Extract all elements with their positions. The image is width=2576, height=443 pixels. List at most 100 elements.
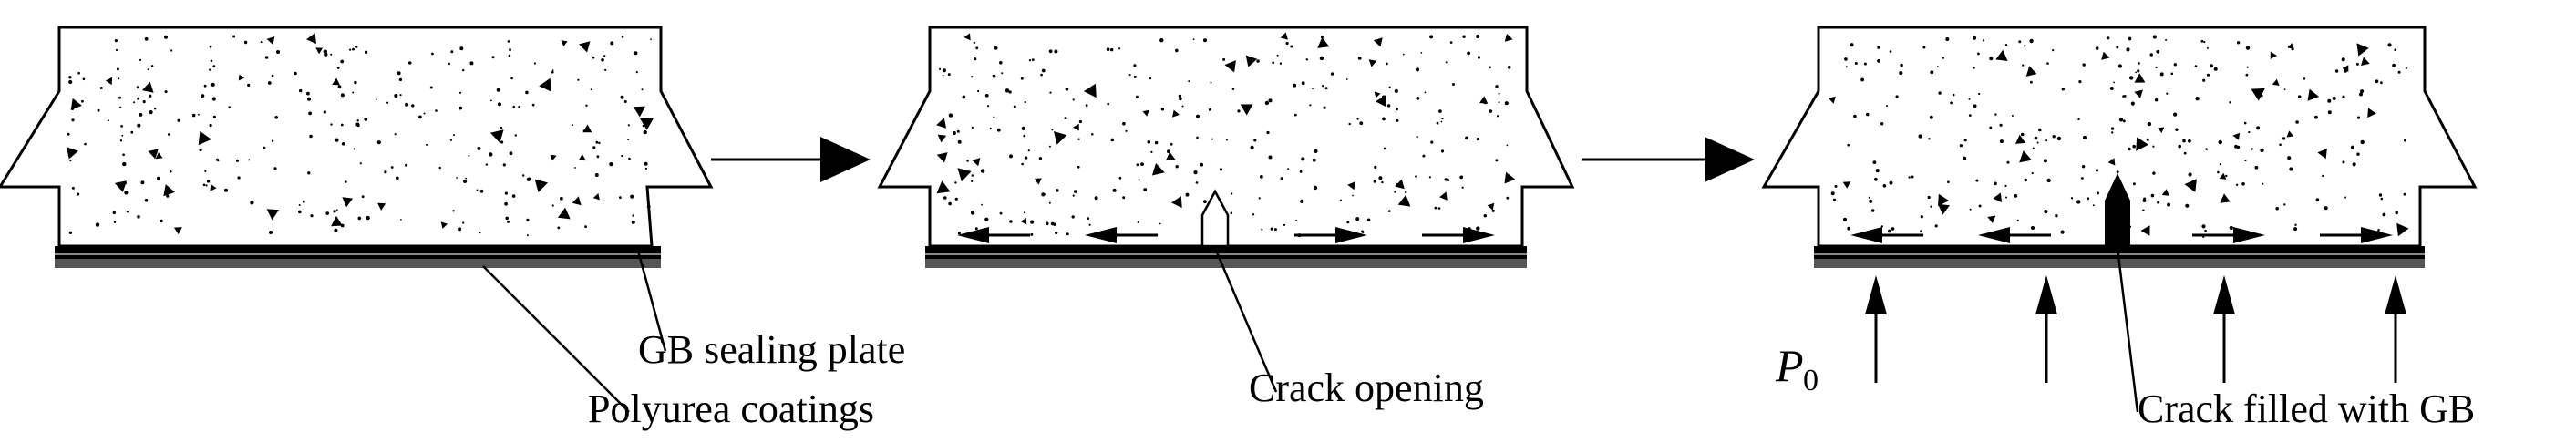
aggregate-dot (334, 228, 338, 232)
aggregate-dot (364, 50, 368, 54)
aggregate-dot (1834, 184, 1838, 188)
aggregate-chip (1280, 32, 1288, 40)
aggregate-dot (507, 40, 510, 43)
aggregate-dot (1253, 139, 1257, 142)
aggregate-chip (2232, 132, 2241, 140)
aggregate-dot (399, 94, 402, 97)
aggregate-dot (199, 148, 202, 152)
aggregate-dot (533, 62, 537, 65)
gb-sealing-plate-1 (55, 246, 661, 259)
aggregate-dot (340, 93, 345, 98)
aggregate-dot (1886, 105, 1888, 108)
aggregate-dot (1170, 142, 1173, 146)
aggregate-dot (1402, 53, 1405, 56)
aggregate-dot (1133, 64, 1137, 67)
aggregate-dot (2024, 45, 2026, 47)
aggregate-dot (477, 146, 481, 150)
aggregate-dot (1279, 62, 1283, 65)
aggregate-dot (1041, 68, 1046, 73)
aggregate-dot (1465, 136, 1468, 140)
aggregate-dot (610, 41, 614, 46)
aggregate-dot (984, 93, 989, 98)
aggregate-dot (1950, 101, 1953, 105)
aggregate-dot (1136, 163, 1139, 167)
aggregate-dot (2359, 92, 2363, 97)
aggregate-dot (1374, 165, 1377, 169)
aggregate-dot (1137, 221, 1139, 223)
aggregate-dot (122, 153, 125, 156)
aggregate-dot (353, 148, 355, 150)
aggregate-dot (1313, 185, 1318, 191)
aggregate-dot (2092, 204, 2095, 207)
aggregate-dot (2360, 89, 2365, 94)
aggregate-dot (992, 74, 996, 78)
aggregate-dot (479, 189, 484, 193)
aggregate-dot (971, 126, 974, 129)
aggregate-dot (1066, 232, 1069, 236)
leader-crack-opening (1213, 247, 1278, 393)
aggregate-dot (97, 108, 100, 112)
aggregate-dot (2152, 145, 2155, 148)
aggregate-chip (2317, 148, 2327, 160)
aggregate-dot (1934, 224, 1938, 228)
aggregate-dot (2018, 40, 2022, 44)
aggregate-dot (631, 220, 635, 224)
aggregate-chip (332, 77, 340, 86)
aggregate-chip (2367, 108, 2376, 118)
aggregate-dot (394, 133, 397, 136)
aggregate-dot (2044, 210, 2048, 214)
aggregate-dot (235, 159, 240, 162)
aggregate-dot (267, 81, 272, 85)
aggregate-dot (2251, 148, 2253, 150)
aggregate-dot (489, 152, 493, 157)
aggregate-dot (601, 58, 604, 62)
aggregate-dot (2126, 47, 2130, 52)
aggregate-dot (2118, 118, 2124, 122)
aggregate-dot (1118, 47, 1121, 50)
aggregate-dot (1356, 118, 1359, 120)
aggregate-dot (144, 198, 149, 202)
aggregate-chip (148, 149, 159, 160)
aggregate-dot (1268, 98, 1273, 103)
aggregate-chip (238, 74, 245, 81)
aggregate-dot (1918, 134, 1922, 139)
aggregate-dot (2154, 98, 2159, 102)
aggregate-dot (2303, 77, 2306, 80)
aggregate-dot (2129, 76, 2134, 80)
aggregate-dot (1074, 190, 1077, 193)
aggregate-chip (936, 118, 947, 129)
aggregate-dot (504, 191, 509, 195)
aggregate-dot (1968, 114, 1972, 117)
aggregate-dot (1900, 63, 1903, 67)
aggregate-dot (276, 50, 280, 54)
aggregate-chip (550, 154, 557, 161)
aggregate-dot (2327, 98, 2332, 103)
aggregate-dot (1936, 66, 1939, 67)
aggregate-dot (217, 160, 220, 162)
aggregate-chip (1395, 179, 1405, 190)
aggregate-dot (574, 167, 576, 169)
aggregate-dot (1359, 121, 1364, 126)
aggregate-dot (2200, 39, 2204, 43)
aggregate-dot (2130, 101, 2135, 106)
aggregate-dot (298, 210, 302, 214)
aggregate-dot (2087, 197, 2090, 201)
aggregate-dot (271, 139, 274, 142)
aggregate-dot (2052, 135, 2056, 139)
aggregate-dot (68, 76, 72, 79)
aggregate-dot (1195, 181, 1199, 184)
aggregate-dot (2056, 136, 2062, 141)
aggregate-dot (1938, 91, 1942, 95)
aggregate-chip (1374, 91, 1381, 98)
aggregate-dot (418, 115, 422, 119)
aggregate-dot (1250, 145, 1254, 149)
aggregate-dot (1072, 98, 1075, 101)
aggregate-dot (1049, 91, 1052, 94)
aggregate-dot (435, 109, 438, 112)
aggregate-dot (2248, 130, 2251, 134)
label-pressure-symbol: P (1775, 340, 1804, 391)
aggregate-dot (2356, 152, 2360, 156)
aggregate-dot (398, 77, 403, 82)
aggregate-dot (1476, 226, 1480, 231)
aggregate-chip (1142, 109, 1149, 117)
